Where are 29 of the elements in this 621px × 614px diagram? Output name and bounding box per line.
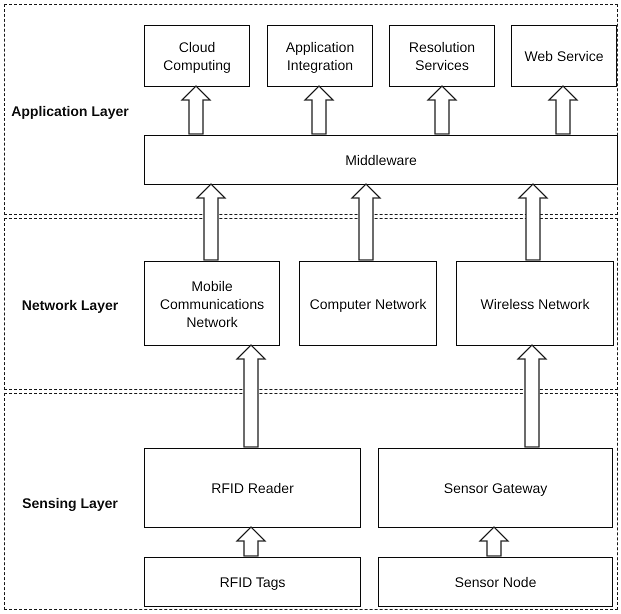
process-box: Cloud Computing	[144, 25, 250, 87]
layer-band	[4, 218, 618, 390]
process-box: RFID Reader	[144, 448, 361, 528]
block-arrow	[195, 183, 227, 261]
process-box: Mobile Communications Network	[144, 261, 280, 346]
block-arrow	[235, 526, 267, 557]
block-arrow	[180, 85, 212, 135]
layer-band	[4, 393, 618, 610]
process-box: RFID Tags	[144, 557, 361, 607]
block-arrow	[350, 183, 382, 261]
block-arrow	[547, 85, 579, 135]
block-arrow	[426, 85, 458, 135]
process-box: Web Service	[511, 25, 617, 87]
process-box: Computer Network	[299, 261, 437, 346]
layer-label: Sensing Layer	[21, 494, 119, 512]
block-arrow	[235, 344, 267, 448]
block-arrow	[516, 344, 548, 448]
process-box: Application Integration	[267, 25, 373, 87]
process-box: Sensor Node	[378, 557, 613, 607]
process-box: Middleware	[144, 135, 618, 185]
layer-band	[4, 4, 618, 215]
process-box: Sensor Gateway	[378, 448, 613, 528]
block-arrow	[303, 85, 335, 135]
layer-label: Application Layer	[10, 102, 130, 120]
process-box: Resolution Services	[389, 25, 495, 87]
block-arrow	[517, 183, 549, 261]
block-arrow	[478, 526, 510, 557]
layer-label: Network Layer	[20, 296, 120, 314]
process-box: Wireless Network	[456, 261, 614, 346]
